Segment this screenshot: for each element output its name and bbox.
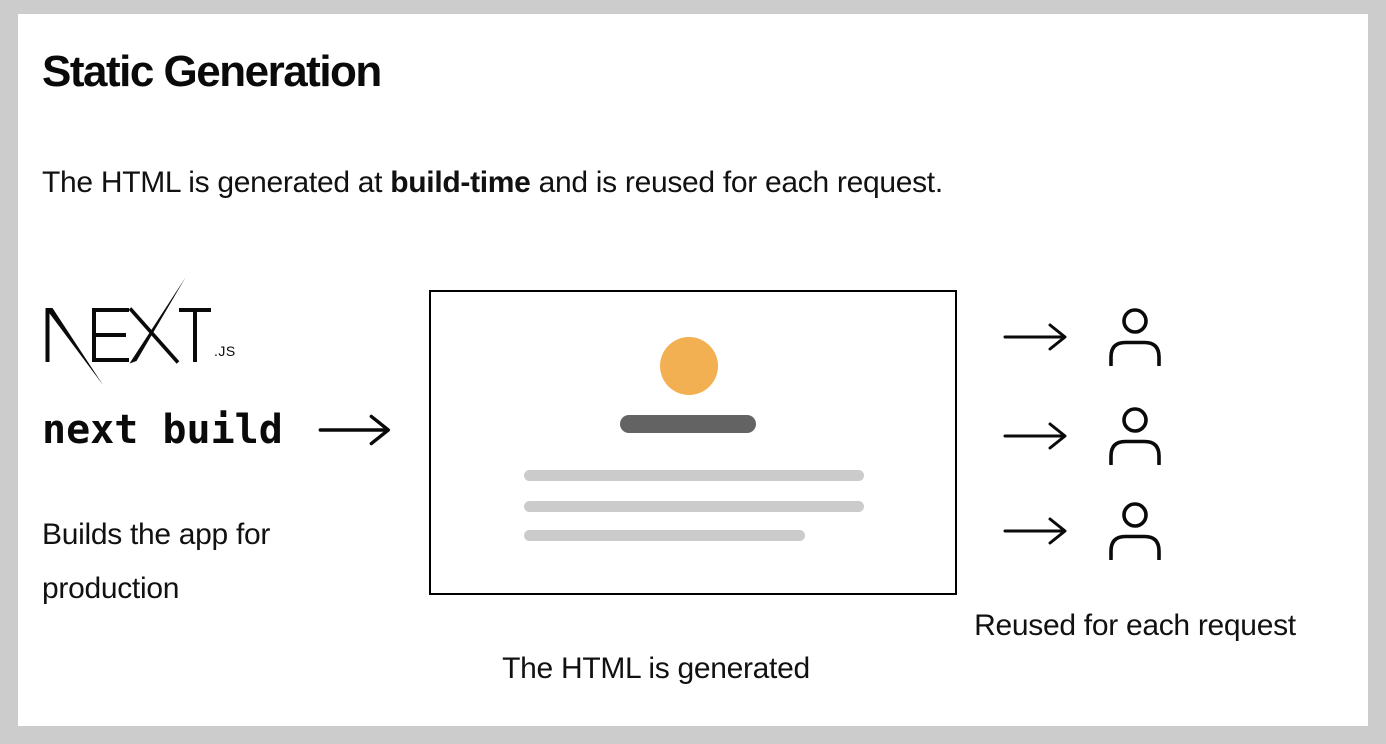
build-command: next build [42,407,283,453]
request-row [1003,308,1162,366]
mock-text-line [524,470,864,481]
user-icon [1109,407,1161,465]
intro-text: The HTML is generated at build-time and … [42,164,943,202]
user-icon [1109,502,1161,560]
arrow-right-icon [1003,323,1067,351]
arrow-right-icon [318,414,390,446]
mock-avatar [660,337,718,395]
build-caption: Builds the app for production [42,518,271,605]
mock-heading-bar [620,415,756,433]
arrow-right-icon [1003,422,1067,450]
reused-caption: Reused for each request [974,609,1296,642]
intro-prefix: The HTML is generated at [42,166,391,199]
request-row [1003,407,1162,465]
build-command-row: next build [42,406,395,454]
mock-text-line [524,501,864,512]
request-row [1003,502,1162,560]
logo-js-suffix: .JS [214,343,236,359]
arrow-right-icon [1003,517,1067,545]
mock-text-line [524,530,805,541]
generated-caption: The HTML is generated [502,652,810,685]
intro-emphasis: build-time [390,166,531,199]
intro-suffix: and is reused for each request. [530,166,944,199]
page-title: Static Generation [42,47,382,96]
nextjs-logo: .JS [45,277,236,385]
user-icon [1109,308,1161,366]
diagram-card: Static Generation The HTML is generated … [18,14,1368,726]
generated-html-box [429,290,957,595]
